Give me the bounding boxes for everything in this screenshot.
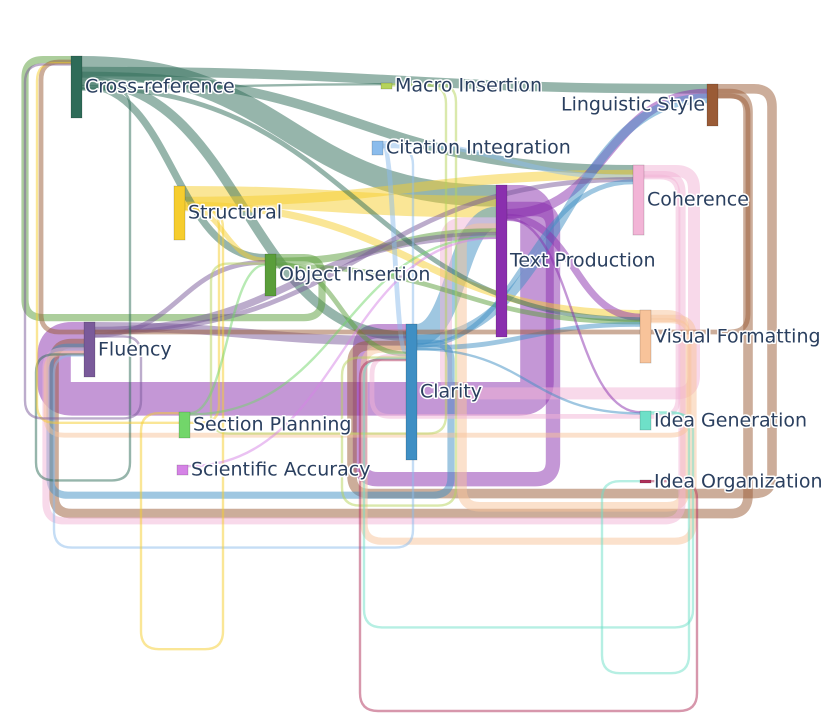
link-clarity-to-visual_formatting[interactable]	[416, 322, 641, 351]
link-cross_reference-to-linguistic_style[interactable]	[81, 66, 708, 94]
link-cross_reference-to-macro_insertion[interactable]	[81, 83, 382, 90]
link-idea_generation-to-idea_organization[interactable]	[600, 411, 691, 675]
link-citation_integration-to-coherence[interactable]	[382, 141, 634, 180]
link-structural-to-section_planning[interactable]	[139, 208, 225, 651]
node-label-linguistic-style: Linguistic Style	[561, 94, 705, 116]
link-cross_reference-to-visual_formatting[interactable]	[81, 84, 641, 322]
node-label-citation-integration: Citation Integration	[386, 137, 571, 159]
sankey-nodes	[70, 55, 719, 484]
link-cross_reference-to-object_insertion[interactable]	[81, 81, 266, 262]
sankey-labels: Cross-reference Macro InsertionLinguistic…	[84, 73, 825, 494]
link-fluency-to-text_production[interactable]	[94, 231, 497, 334]
link-fluency-to-coherence[interactable]	[94, 177, 634, 336]
node-label-visual-formatting: Visual Formatting	[654, 326, 821, 348]
node-cross-reference[interactable]	[70, 55, 83, 119]
node-label-macro-insertion: Macro Insertion	[395, 75, 542, 97]
link-clarity-to-idea_generation[interactable]	[416, 348, 641, 415]
link-text_production-to-idea_generation[interactable]	[506, 217, 641, 414]
node-clarity[interactable]	[405, 323, 418, 461]
node-scientific-accuracy[interactable]	[176, 464, 189, 476]
link-coherence-to-clarity[interactable]	[369, 174, 681, 419]
node-label-idea-generation: Idea Generation	[654, 410, 807, 432]
node-linguistic-style[interactable]	[706, 83, 719, 127]
link-fluency-to-cross_reference[interactable]	[23, 63, 143, 420]
link-structural-to-cross_reference[interactable]	[35, 62, 221, 424]
node-label-clarity: Clarity	[420, 381, 482, 403]
link-linguistic_style-to-cross_reference[interactable]	[38, 59, 751, 335]
node-label-section-planning: Section Planning	[193, 414, 351, 436]
link-text_production-to-visual_formatting[interactable]	[506, 213, 641, 321]
node-fluency[interactable]	[83, 321, 96, 378]
link-macro_insertion-to-object_insertion[interactable]	[209, 84, 448, 435]
link-idea_organization-to-clarity[interactable]	[358, 358, 699, 713]
node-label-scientific-accuracy: Scientific Accuracy	[191, 459, 370, 481]
link-visual_formatting-to-fluency[interactable]	[43, 318, 692, 438]
node-idea-organization[interactable]	[639, 479, 652, 484]
link-citation_integration-to-clarity[interactable]	[380, 143, 409, 354]
node-coherence[interactable]	[632, 164, 645, 236]
link-structural-to-coherence[interactable]	[184, 169, 634, 207]
node-label-object-insertion: Object Insertion	[279, 264, 430, 286]
link-idea_generation-to-clarity[interactable]	[362, 357, 695, 629]
node-label-idea-organization: Idea Organization	[654, 471, 823, 493]
link-macro_insertion-to-clarity[interactable]	[340, 83, 458, 507]
link-scientific_accuracy-to-text_production[interactable]	[187, 236, 497, 468]
node-section-planning[interactable]	[178, 411, 191, 439]
node-text-production[interactable]	[495, 184, 508, 338]
node-idea-generation[interactable]	[639, 410, 652, 431]
link-linguistic_style-to-clarity[interactable]	[347, 84, 777, 499]
node-label-structural: Structural	[188, 202, 282, 224]
node-label-cross-reference: Cross-reference	[85, 76, 235, 98]
node-label-fluency: Fluency	[98, 339, 172, 361]
link-section_planning-to-object_insertion[interactable]	[189, 263, 266, 415]
sankey-links	[21, 56, 777, 713]
node-label-text-production: Text Production	[509, 250, 656, 272]
node-citation-integration[interactable]	[371, 140, 384, 156]
node-label-coherence: Coherence	[647, 189, 749, 211]
node-visual-formatting[interactable]	[639, 309, 652, 364]
node-object-insertion[interactable]	[264, 253, 277, 297]
link-section_planning-to-text_production[interactable]	[189, 235, 497, 416]
link-citation_integration-to-fluency[interactable]	[52, 145, 415, 549]
node-macro-insertion[interactable]	[380, 82, 393, 90]
node-structural[interactable]	[173, 185, 186, 241]
